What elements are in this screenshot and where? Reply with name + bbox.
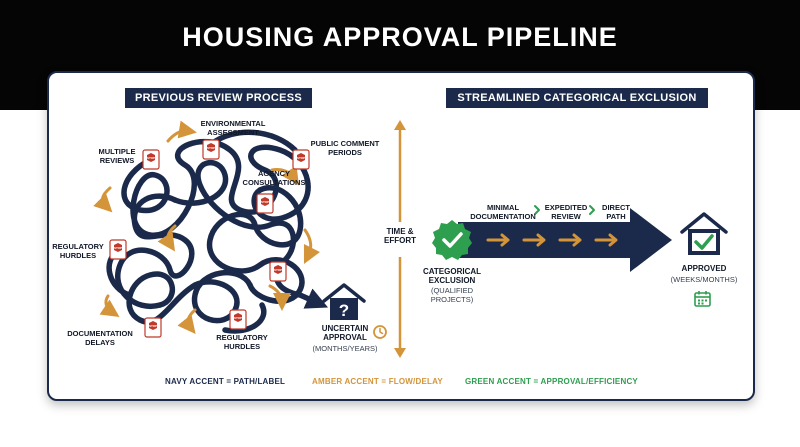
stop-document-middle: STOP [269,261,287,282]
svg-text:STOP: STOP [297,156,305,160]
legend-amber: AMBER ACCENT = FLOW/DELAY [312,377,443,386]
delay-arrows [93,120,321,335]
time-effort-axis [394,120,406,358]
clock-icon [373,325,387,339]
streamlined-arrow [458,208,672,272]
approved-duration: (WEEKS/MONTHS) [670,275,738,284]
svg-text:STOP: STOP [114,246,122,250]
stop-document-agency: STOP [256,193,274,214]
stop-document-multiple-reviews: STOP [142,149,160,170]
svg-text:STOP: STOP [207,146,215,150]
stop-document-documentation: STOP [144,317,162,338]
categorical-exclusion-label: CATEGORICAL EXCLUSION [422,267,482,286]
uncertain-approval-label: UNCERTAIN APPROVAL [321,324,369,343]
multiple-reviews-label: MULTIPLE REVIEWS [98,147,136,165]
svg-text:STOP: STOP [149,324,157,328]
step-minimal-documentation: MINIMAL DOCUMENTATION [470,203,536,221]
approved-label: APPROVED [681,264,727,273]
categorical-exclusion-sub: (QUALIFIED PROJECTS) [430,286,474,304]
step-direct-path: DIRECT PATH [602,203,630,221]
regulatory-hurdles-bottom-label: REGULATORY HURDLES [216,333,268,351]
regulatory-hurdles-left-label: REGULATORY HURDLES [52,242,104,260]
environmental-assessment-label: ENVIRONMENTAL ASSESSMENT [200,119,266,137]
svg-text:STOP: STOP [147,156,155,160]
streamlined-header: STREAMLINED CATEGORICAL EXCLUSION [446,88,708,108]
previous-process-header: PREVIOUS REVIEW PROCESS [125,88,312,108]
public-comment-label: PUBLIC COMMENT PERIODS [310,139,380,157]
svg-text:STOP: STOP [274,268,282,272]
svg-text:?: ? [339,301,349,320]
step-expedited-review: EXPEDITED REVIEW [544,203,588,221]
stop-document-environmental: STOP [202,139,220,160]
question-house-icon: ? [322,283,366,320]
svg-text:STOP: STOP [261,200,269,204]
approved-house-icon [680,212,728,255]
calendar-icon [694,291,711,307]
stop-sign-documents: STOP STOP STOP STOP STOP STOP [109,139,310,338]
time-effort-label: TIME & EFFORT [384,227,416,246]
svg-text:STOP: STOP [234,316,242,320]
stop-document-public-comment: STOP [292,149,310,170]
stop-document-regulatory-bottom: STOP [229,309,247,330]
step-chevrons [534,205,595,215]
stop-document-regulatory-left: STOP [109,239,127,260]
uncertain-approval-duration: (MONTHS/YEARS) [312,344,378,353]
legend-green: GREEN ACCENT = APPROVAL/EFFICIENCY [465,377,638,386]
legend-navy: NAVY ACCENT = PATH/LABEL [165,377,286,386]
page-title: HOUSING APPROVAL PIPELINE [182,22,618,52]
agency-consultations-label: AGENCY CONSULTATIONS [242,169,306,187]
check-badge-icon [432,220,472,260]
documentation-delays-label: DOCUMENTATION DELAYS [67,329,133,347]
